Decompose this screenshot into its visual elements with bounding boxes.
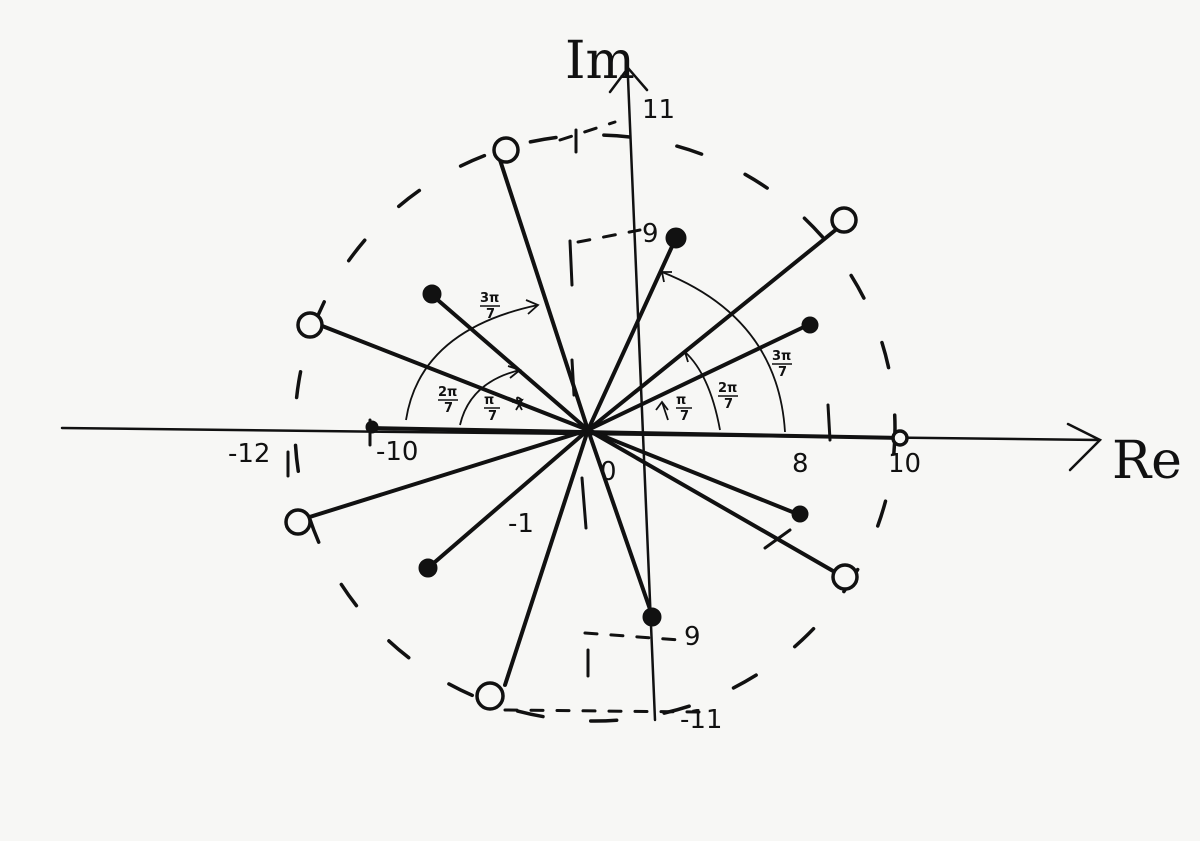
ray [586, 238, 677, 432]
angle-arc [459, 369, 521, 426]
imag-axis-label: Im [565, 31, 635, 91]
real-axis-label: Re [1112, 431, 1182, 491]
tick-label-neg1: -1 [508, 509, 534, 539]
angle-label: π 7 [676, 393, 692, 424]
pole-marker [422, 284, 442, 304]
tick [580, 476, 588, 530]
poles [365, 227, 819, 627]
ray [586, 428, 654, 617]
tick [570, 358, 576, 397]
tick-label-8: 8 [792, 449, 809, 479]
angle-arcs [405, 271, 786, 433]
rays [298, 158, 842, 687]
angle-label: 3π 7 [772, 349, 792, 380]
tick-label-neg11: -11 [680, 705, 722, 735]
pole-marker [642, 607, 662, 627]
ray [426, 428, 590, 570]
zero-marker [830, 206, 858, 234]
imag-axis-arrowhead [608, 66, 649, 94]
angle-arc [684, 351, 721, 431]
angle-numerator: π [676, 393, 686, 408]
tick-label-10: 10 [888, 449, 921, 479]
ray [430, 293, 590, 432]
ray [586, 428, 842, 577]
angle-denominator: 7 [680, 409, 689, 424]
tick-marks [286, 128, 832, 678]
zero-marker [492, 136, 520, 164]
angle-arc [661, 271, 786, 433]
real-segment [368, 426, 902, 440]
angle-arc [405, 304, 539, 421]
zero-marker [284, 508, 312, 536]
tick [568, 239, 574, 287]
arrow-tip [660, 271, 672, 283]
angle-denominator: 7 [778, 365, 787, 380]
arrow-tip [511, 398, 524, 411]
tick-label-11: 11 [642, 95, 675, 125]
pole-marker [791, 505, 809, 523]
tick [826, 403, 832, 442]
zero-marker [296, 311, 324, 339]
guide-line-top-9 [576, 228, 642, 244]
angle-numerator: 3π [772, 349, 791, 364]
pole-marker [365, 420, 379, 434]
ray [586, 428, 802, 517]
zero-marker [831, 563, 859, 591]
tick-label-neg12: -12 [228, 439, 270, 469]
ray [298, 428, 590, 522]
zero-marker [475, 681, 505, 711]
angle-label: 2π 7 [438, 385, 458, 416]
angle-denominator: 7 [724, 397, 733, 412]
real-axis-arrowhead [1066, 422, 1103, 472]
angle-denominator: 7 [444, 401, 453, 416]
angle-arc [516, 396, 523, 411]
pole-marker [801, 316, 819, 334]
pole-marker [418, 558, 438, 578]
angle-numerator: 2π [438, 385, 457, 400]
angle-label: 3π 7 [480, 291, 500, 322]
angle-denominator: 7 [488, 409, 497, 424]
tick-label-neg10: -10 [376, 437, 418, 467]
zero-marker [891, 429, 909, 447]
ray [310, 320, 590, 432]
tick [763, 528, 792, 550]
origin-label: 0 [600, 457, 617, 487]
ray [586, 226, 840, 432]
arrow-tip [655, 400, 669, 411]
angle-label: 2π 7 [718, 381, 738, 412]
arrow-tip [507, 365, 522, 379]
ray [503, 428, 590, 687]
zeros [284, 136, 909, 711]
arrow-tip [677, 350, 689, 363]
angle-denominator: 7 [486, 307, 495, 322]
guide-line-bottom-9 [583, 631, 682, 642]
guide-line-top-11 [558, 120, 617, 142]
tick-label-9: 9 [642, 219, 659, 249]
angle-label: π 7 [484, 393, 500, 424]
angle-numerator: 2π [718, 381, 737, 396]
outer-dashed-circle [293, 133, 897, 723]
angle-numerator: 3π [480, 291, 499, 306]
guide-line-bottom-11 [503, 708, 702, 714]
arrow-tip [525, 299, 540, 315]
ray [586, 323, 810, 432]
angle-numerator: π [484, 393, 494, 408]
tick-label-neg9: 9 [684, 622, 701, 652]
pole-marker [665, 227, 687, 249]
